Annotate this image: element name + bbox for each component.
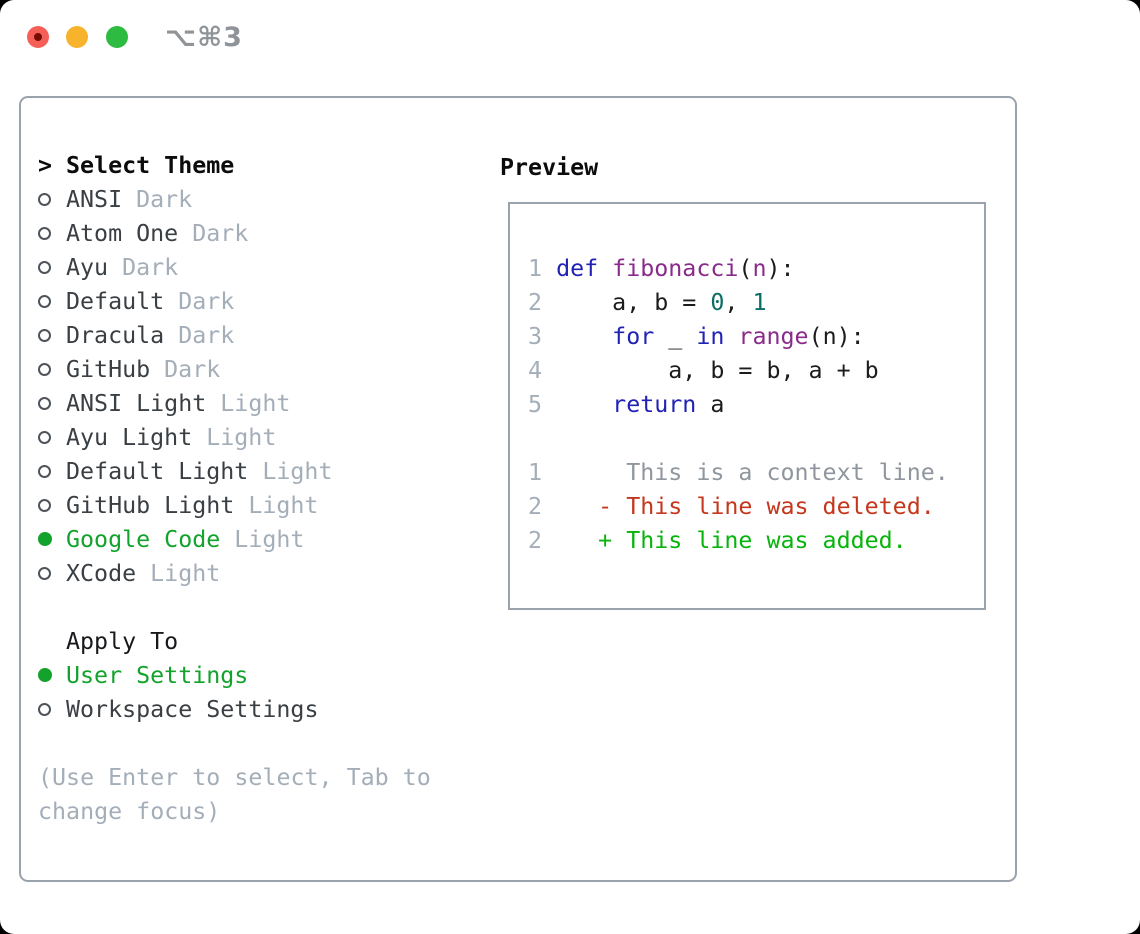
zoom-button[interactable] bbox=[106, 26, 128, 48]
help-text: (Use Enter to select, Tab to change focu… bbox=[38, 760, 431, 828]
cursor-icon: > bbox=[38, 151, 53, 179]
radio-icon bbox=[38, 294, 66, 308]
radio-icon bbox=[38, 566, 66, 580]
apply-to-header: Apply To bbox=[38, 624, 318, 658]
radio-icon bbox=[38, 362, 66, 376]
radio-icon bbox=[38, 464, 66, 478]
radio-icon bbox=[38, 260, 66, 274]
radio-icon bbox=[38, 226, 66, 240]
apply-to-label: Apply To bbox=[66, 627, 179, 655]
help-line: (Use Enter to select, Tab to bbox=[38, 763, 431, 791]
radio-selected-icon bbox=[38, 668, 66, 682]
radio-icon bbox=[38, 430, 66, 444]
help-line: change focus) bbox=[38, 797, 221, 825]
preview-header: Preview bbox=[500, 153, 599, 181]
apply-option[interactable]: Workspace Settings bbox=[38, 692, 318, 726]
apply-to-section: Apply To User Settings Workspace Setting… bbox=[38, 624, 318, 726]
titlebar: ⌥⌘3 bbox=[0, 0, 1140, 74]
select-theme-header: > Select Theme bbox=[38, 148, 332, 182]
close-button[interactable] bbox=[27, 26, 49, 48]
radio-icon bbox=[38, 396, 66, 410]
select-theme-label: Select Theme bbox=[66, 151, 235, 179]
minimize-button[interactable] bbox=[66, 26, 88, 48]
radio-selected-icon bbox=[38, 532, 66, 546]
radio-icon bbox=[38, 328, 66, 342]
record-dot-icon bbox=[34, 33, 42, 41]
radio-icon bbox=[38, 192, 66, 206]
apply-option[interactable]: User Settings bbox=[38, 658, 318, 692]
window-title: ⌥⌘3 bbox=[165, 22, 243, 53]
radio-icon bbox=[38, 702, 66, 716]
radio-icon bbox=[38, 498, 66, 512]
